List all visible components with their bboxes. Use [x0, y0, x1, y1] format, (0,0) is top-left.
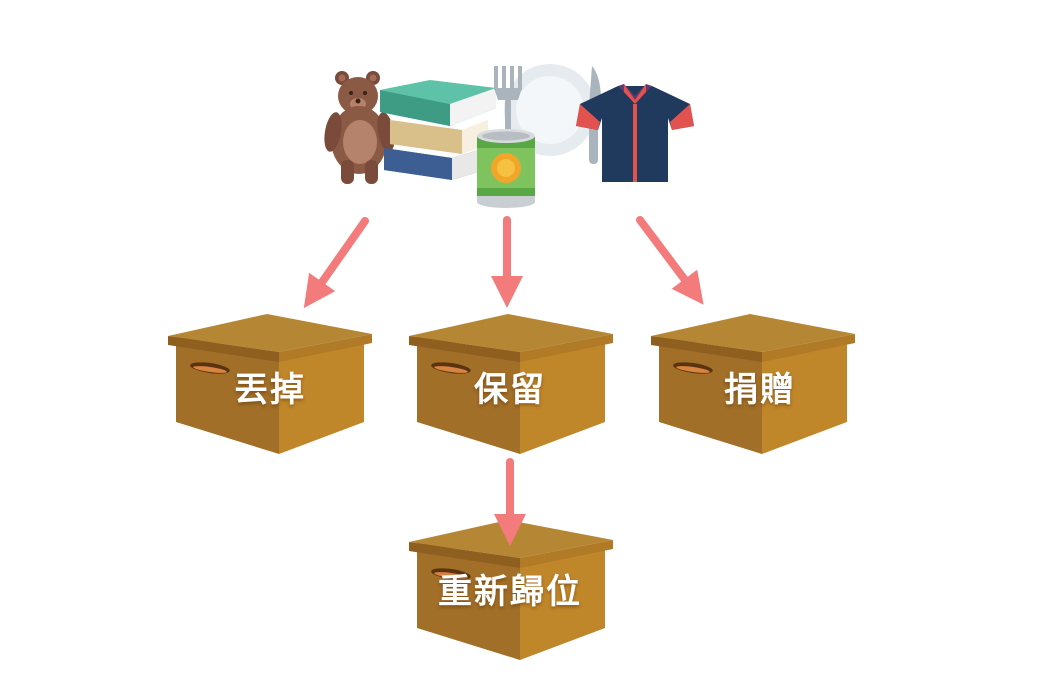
- books-icon: [380, 80, 496, 180]
- keep-box-label: 保留: [474, 370, 546, 410]
- canned-food-icon: [477, 129, 535, 208]
- donate-box-label: 捐贈: [724, 370, 796, 410]
- put-back-box-label: 重新歸位: [438, 572, 582, 612]
- teddy-bear-icon: [324, 71, 395, 184]
- shirt-icon: [576, 84, 694, 182]
- arrow-to-donate: [636, 216, 704, 305]
- discard-box-label: 丟掉: [234, 370, 306, 410]
- arrow-to-discard: [303, 217, 369, 309]
